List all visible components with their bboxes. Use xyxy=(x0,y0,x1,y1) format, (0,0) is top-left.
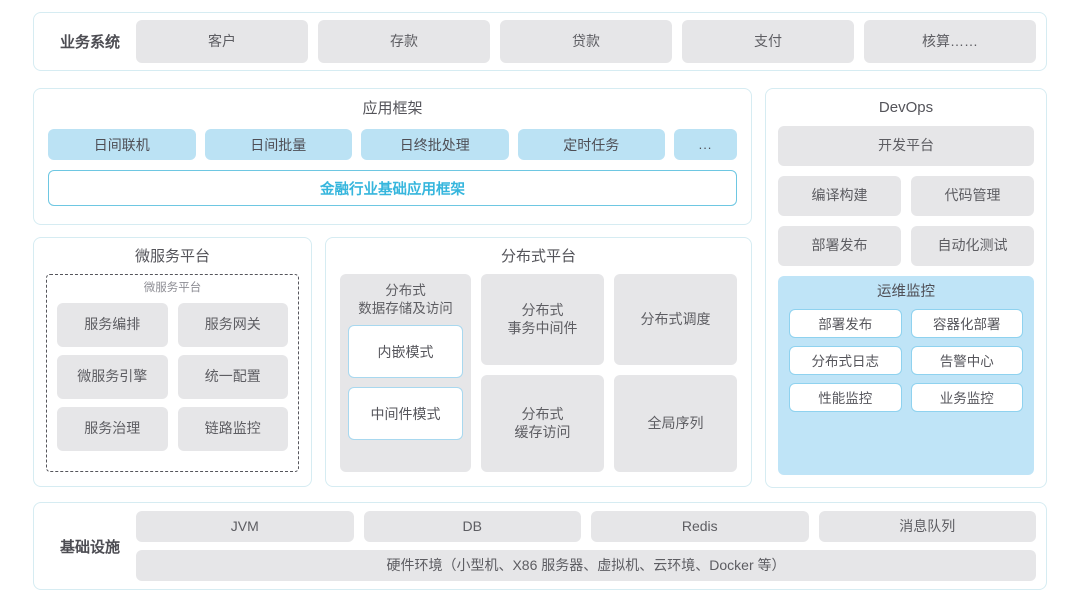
application-framework-title: 应用框架 xyxy=(362,100,423,117)
devops-title: DevOps xyxy=(878,99,934,116)
microservice-platform-panel: 微服务平台 微服务平台 服务编排 服务网关 微服务引擎 统一配置 服务治理 链路… xyxy=(33,237,312,487)
platform-column: 应用框架 日间联机 日间批量 日终批处理 定时任务 ... 金融行业基础应用框架… xyxy=(33,88,752,488)
infrastructure-body: JVM DB Redis 消息队列 硬件环境（小型机、X86 服务器、虚拟机、云… xyxy=(136,511,1036,581)
infra-message-queue[interactable]: 消息队列 xyxy=(818,511,1036,542)
appfw-eod-batch[interactable]: 日终批处理 xyxy=(361,129,509,160)
application-framework-chips: 日间联机 日间批量 日终批处理 定时任务 ... xyxy=(48,129,737,160)
distributed-platform-panel: 分布式平台 分布式 数据存储及访问 内嵌模式 中间件模式 xyxy=(325,237,752,487)
distributed-grid: 分布式 数据存储及访问 内嵌模式 中间件模式 分布式事务中间件 xyxy=(340,274,737,472)
ops-distributed-log[interactable]: 分布式日志 xyxy=(789,345,902,375)
distributed-column-3: 分布式调度 全局序列 xyxy=(614,274,737,472)
dist-txn-line1: 分布式 xyxy=(521,302,564,318)
dist-transaction-middleware[interactable]: 分布式事务中间件 xyxy=(481,274,604,365)
dist-middleware-mode[interactable]: 中间件模式 xyxy=(348,387,463,441)
distributed-platform-title: 分布式平台 xyxy=(500,248,576,265)
dist-cache-line2: 缓存访问 xyxy=(514,423,571,440)
devops-items-grid: 编译构建 代码管理 部署发布 自动化测试 xyxy=(778,176,1034,266)
dist-global-sequence[interactable]: 全局序列 xyxy=(614,375,737,472)
ms-service-orchestration[interactable]: 服务编排 xyxy=(57,302,168,347)
infra-redis[interactable]: Redis xyxy=(591,511,809,542)
dist-data-storage-title-line2: 数据存储及访问 xyxy=(358,300,453,316)
distributed-storage-column: 分布式 数据存储及访问 内嵌模式 中间件模式 xyxy=(340,274,471,472)
infrastructure-hardware-row: 硬件环境（小型机、X86 服务器、虚拟机、云环境、Docker 等） xyxy=(136,550,1036,581)
ms-service-governance[interactable]: 服务治理 xyxy=(57,406,168,451)
business-systems-cells: 客户 存款 贷款 支付 核算…… xyxy=(136,20,1036,63)
infra-db[interactable]: DB xyxy=(363,511,581,542)
business-system-accounting[interactable]: 核算…… xyxy=(864,20,1036,63)
dist-embedded-mode[interactable]: 内嵌模式 xyxy=(348,325,463,379)
lower-platform-row: 微服务平台 微服务平台 服务编排 服务网关 微服务引擎 统一配置 服务治理 链路… xyxy=(33,237,752,487)
devops-panel: DevOps 开发平台 编译构建 代码管理 部署发布 自动化测试 运维监控 部署… xyxy=(765,88,1047,488)
ops-container-deploy[interactable]: 容器化部署 xyxy=(910,308,1023,338)
ms-unified-config[interactable]: 统一配置 xyxy=(177,354,288,399)
dist-scheduling[interactable]: 分布式调度 xyxy=(614,274,737,365)
devops-deploy-release[interactable]: 部署发布 xyxy=(778,226,901,266)
microservice-dashed-group: 微服务平台 服务编排 服务网关 微服务引擎 统一配置 服务治理 链路监控 xyxy=(46,274,299,472)
ops-deploy-release[interactable]: 部署发布 xyxy=(789,308,902,338)
devops-dev-platform[interactable]: 开发平台 xyxy=(778,126,1034,166)
ms-trace-monitoring[interactable]: 链路监控 xyxy=(177,406,288,451)
ops-alert-center[interactable]: 告警中心 xyxy=(910,345,1023,375)
dist-cache-line1: 分布式 xyxy=(521,406,564,422)
infra-jvm[interactable]: JVM xyxy=(136,511,354,542)
appfw-scheduled-task[interactable]: 定时任务 xyxy=(517,129,665,160)
distributed-column-2: 分布式事务中间件 分布式缓存访问 xyxy=(481,274,604,472)
business-systems-row: 业务系统 客户 存款 贷款 支付 核算…… xyxy=(33,12,1047,71)
microservice-inner-label: 微服务平台 xyxy=(143,282,202,294)
business-system-payment[interactable]: 支付 xyxy=(682,20,854,63)
business-system-customer[interactable]: 客户 xyxy=(136,20,308,63)
dist-data-storage-title: 分布式 数据存储及访问 xyxy=(348,282,463,317)
devops-compile-build[interactable]: 编译构建 xyxy=(778,176,901,216)
devops-automated-testing[interactable]: 自动化测试 xyxy=(911,226,1034,266)
business-systems-label: 业务系统 xyxy=(59,34,120,51)
infrastructure-components: JVM DB Redis 消息队列 xyxy=(136,511,1036,542)
devops-code-management[interactable]: 代码管理 xyxy=(911,176,1034,216)
dist-data-storage-card[interactable]: 分布式 数据存储及访问 内嵌模式 中间件模式 xyxy=(340,274,471,472)
appfw-daytime-batch[interactable]: 日间批量 xyxy=(204,129,352,160)
ops-performance-monitoring[interactable]: 性能监控 xyxy=(789,382,902,412)
dist-txn-line2: 事务中间件 xyxy=(507,319,578,336)
infra-hardware-environment[interactable]: 硬件环境（小型机、X86 服务器、虚拟机、云环境、Docker 等） xyxy=(136,550,1036,581)
infrastructure-label: 基础设施 xyxy=(59,538,120,556)
ms-service-gateway[interactable]: 服务网关 xyxy=(177,302,288,347)
infrastructure-row: 基础设施 JVM DB Redis 消息队列 硬件环境（小型机、X86 服务器、… xyxy=(33,502,1047,590)
microservice-platform-title: 微服务平台 xyxy=(134,248,210,265)
dist-cache-access[interactable]: 分布式缓存访问 xyxy=(481,375,604,472)
ops-monitoring-panel: 运维监控 部署发布 容器化部署 分布式日志 告警中心 性能监控 业务监控 xyxy=(778,276,1034,475)
appfw-daytime-online[interactable]: 日间联机 xyxy=(48,129,196,160)
ms-microservice-engine[interactable]: 微服务引擎 xyxy=(57,354,168,399)
appfw-more[interactable]: ... xyxy=(674,129,737,160)
ops-business-monitoring[interactable]: 业务监控 xyxy=(910,382,1023,412)
ops-monitoring-title: 运维监控 xyxy=(877,284,935,300)
business-system-loan[interactable]: 贷款 xyxy=(500,20,672,63)
devops-column: DevOps 开发平台 编译构建 代码管理 部署发布 自动化测试 运维监控 部署… xyxy=(765,88,1047,488)
ops-monitoring-grid: 部署发布 容器化部署 分布式日志 告警中心 性能监控 业务监控 xyxy=(789,308,1023,412)
middle-area: 应用框架 日间联机 日间批量 日终批处理 定时任务 ... 金融行业基础应用框架… xyxy=(33,88,1047,488)
application-framework-panel: 应用框架 日间联机 日间批量 日终批处理 定时任务 ... 金融行业基础应用框架 xyxy=(33,88,752,225)
business-system-deposit[interactable]: 存款 xyxy=(318,20,490,63)
dist-data-storage-title-line1: 分布式 xyxy=(385,283,426,298)
microservice-items-grid: 服务编排 服务网关 微服务引擎 统一配置 服务治理 链路监控 xyxy=(57,302,288,451)
finance-base-framework-bar[interactable]: 金融行业基础应用框架 xyxy=(48,170,737,206)
